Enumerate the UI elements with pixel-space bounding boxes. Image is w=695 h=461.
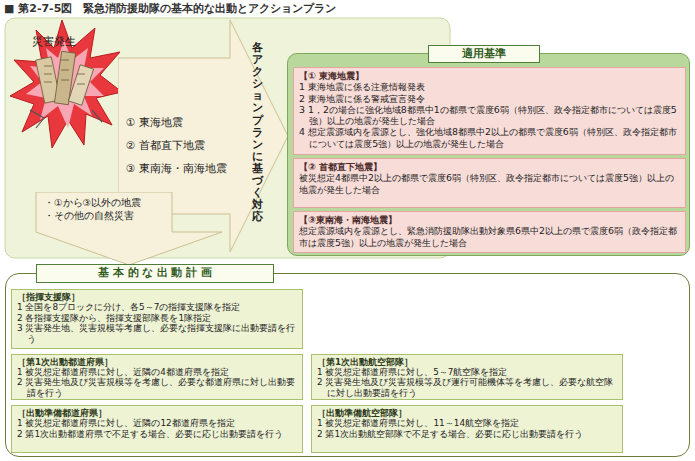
box-body: 2 第1次出動都道府県で不足する場合、必要に応じ出動要請を行う xyxy=(17,429,297,439)
box-heading: 【① 東海地震】 xyxy=(299,70,680,81)
panel-tab: 適用基準 xyxy=(428,45,540,63)
note-text: ・①から③以外の地震 xyxy=(44,197,141,210)
box-body: 想定震源域内を震源とし、緊急消防援助隊出動対象県6県中2以上の県で震度6弱（政令… xyxy=(299,225,680,248)
box-heading: ［第1次出動航空部隊］ xyxy=(317,357,617,367)
box-body: 1 被災想定都道府県に対し、近隣の12都道府県を指定 xyxy=(17,418,297,428)
plan-box: ［出動準備都道府県］1 被災想定都道府県に対し、近隣の12都道府県を指定2 第1… xyxy=(11,405,303,453)
box-body: 1 全国を8ブロックに分け、各5～7の指揮支援隊を指定 xyxy=(17,302,297,312)
box-body: 1 被災想定都道府県に対し、5～7航空隊を指定 xyxy=(317,367,617,377)
plan-box: ［指揮支援隊］1 全国を8ブロックに分け、各5～7の指揮支援隊を指定2 各指揮支… xyxy=(11,289,303,349)
box-heading: 【③東南海・南海地震】 xyxy=(299,214,680,225)
box-body: 2 第1次出動航空部隊で不足する場合、必要に応じ出動要請を行う xyxy=(317,429,617,439)
plan-panel: 基 本 的 な 出 動 計 画［指揮支援隊］1 全国を8ブロックに分け、各5～7… xyxy=(5,273,690,457)
box-body: 2 災害発生地及び災害規模等及び運行可能機体等を考慮し、必要な航空隊に対し出動要… xyxy=(317,377,617,397)
scenario-item: ② 首都直下地震 xyxy=(126,139,205,153)
disaster-illustration xyxy=(10,20,122,148)
box-heading: ［出動準備都道府県］ xyxy=(17,408,297,418)
box-body: 3 災害発生地、災害規模等考慮し、必要な指揮支援隊に出動要請を行う xyxy=(17,323,297,344)
box-body: 2 東海地震に係る警戒宣言発令 xyxy=(299,93,680,104)
debris xyxy=(30,110,102,128)
criteria-panel: 適用基準【① 東海地震】1 東海地震に係る注意情報発表2 東海地震に係る警戒宣言… xyxy=(287,53,690,256)
box-body: 3 1，2の場合に強化地域8都県中1の都県で震度6弱（特別区、政令指定都市につい… xyxy=(299,104,680,127)
burst-outer xyxy=(10,20,122,148)
box-heading: 【② 首都直下地震】 xyxy=(299,161,680,172)
arrow-body xyxy=(36,192,222,265)
building xyxy=(68,65,93,105)
plan-box: ［第1次出動都道府県］1 被災想定都道府県に対し、近隣の4都道府県を指定2 災害… xyxy=(11,354,303,400)
box-heading: ［指揮支援隊］ xyxy=(17,292,297,302)
figure-title: ■ 第2-7-5図 緊急消防援助隊の基本的な出動とアクションプラン xyxy=(4,1,336,16)
plan-box: ［第1次出動航空部隊］1 被災想定都道府県に対し、5～7航空隊を指定2 災害発生… xyxy=(311,354,623,400)
box-body: 1 被災想定都道府県に対し、近隣の4都道府県を指定 xyxy=(17,367,297,377)
windows xyxy=(44,60,85,84)
criteria-box: 【① 東海地震】1 東海地震に係る注意情報発表2 東海地震に係る警戒宣言発令3 … xyxy=(293,67,686,155)
vertical-text: 各アクションプランに基づく対応 xyxy=(252,42,263,223)
note-text: ・その他の自然災害 xyxy=(44,210,134,223)
panel-tab: 基 本 的 な 出 動 計 画 xyxy=(36,264,274,283)
plan-box: ［出動準備航空部隊］1 被災想定都道府県に対し、11～14航空隊を指定2 第1次… xyxy=(311,405,623,453)
illustration-caption: 災害発生 xyxy=(32,34,76,49)
box-body: 4 想定震源域内を震源とし、強化地域8都県中2以上の都県で震度6弱（特別区、政令… xyxy=(299,126,680,149)
box-heading: ［第1次出動都道府県］ xyxy=(17,357,297,367)
scenario-item: ③ 東南海・南海地震 xyxy=(126,162,227,176)
box-body: 2 各指揮支援隊から、指揮支援部隊長を1隊指定 xyxy=(17,313,297,323)
box-body: 1 被災想定都道府県に対し、11～14航空隊を指定 xyxy=(317,418,617,428)
other-disaster-arrow: ・①から③以外の地震・その他の自然災害 xyxy=(22,192,236,266)
box-body: 2 災害発生地及び災害規模等を考慮し、必要な都道府県に対し出動要請を行う xyxy=(17,377,297,397)
criteria-box: 【③東南海・南海地震】想定震源域内を震源とし、緊急消防援助隊出動対象県6県中2以… xyxy=(293,211,686,253)
burst-inner xyxy=(26,40,104,128)
criteria-box: 【② 首都直下地震】被災想定4都県中2以上の都県で震度6弱（特別区、政令指定都市… xyxy=(293,158,686,208)
box-heading: ［出動準備航空部隊］ xyxy=(317,408,617,418)
scenario-item: ① 東海地震 xyxy=(126,116,183,130)
box-body: 1 東海地震に係る注意情報発表 xyxy=(299,81,680,92)
box-body: 被災想定4都県中2以上の都県で震度6弱（特別区、政令指定都市については震度5強）… xyxy=(299,172,680,195)
